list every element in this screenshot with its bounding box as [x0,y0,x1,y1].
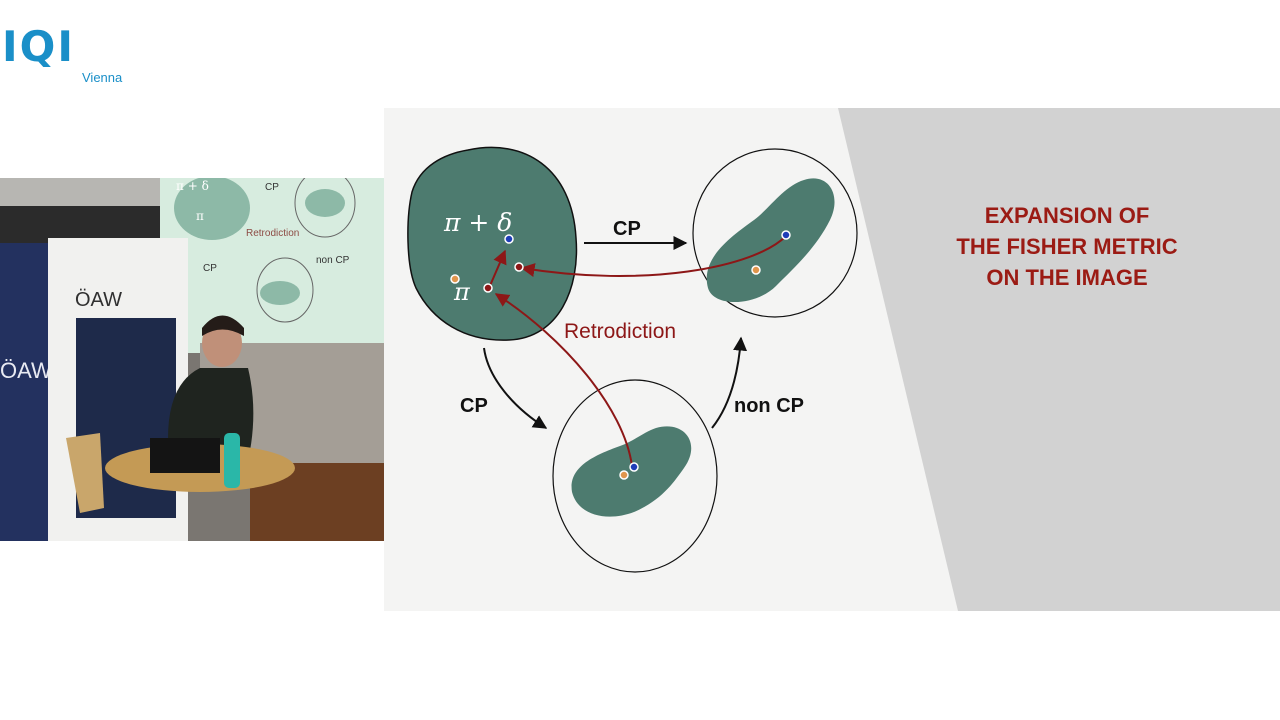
point-retrodicted-top [514,262,524,272]
slide-title-line-3: ON THE IMAGE [986,265,1148,290]
point-pi-orange [450,274,460,284]
point-top-blue [781,230,791,240]
speaker-video: π + δ π CP CP Retrodiction non CP ÖAW ÖA… [0,178,384,541]
laptop [150,438,220,473]
source-state-blob [407,146,578,341]
water-bottle [224,433,240,488]
projected-pi: π [196,209,204,223]
image-state-circle-top [692,148,858,318]
projected-non-cp: non CP [316,255,350,266]
point-bottom-blue [629,462,639,472]
label-pi: π [453,278,471,306]
banner-right-text: ÖAW [75,289,122,311]
retrodiction-arrow-small [488,249,507,289]
slide: π + δ π CP CP non CP Retrodiction EXPANS… [384,108,1280,611]
banner-left-text: ÖAW [0,358,52,383]
point-bottom-orange [619,470,629,480]
projected-pi-delta: π + δ [176,179,209,193]
cp-arrow-left [483,347,548,429]
point-top-orange [751,265,761,275]
retrodiction-diagram: π + δ π CP CP non CP Retrodiction [407,146,858,573]
retrodiction-arrow-top [520,235,787,277]
slide-title-line-2: THE FISHER METRIC [956,234,1178,259]
slide-title-line-1: EXPANSION OF [984,203,1150,228]
label-retrodiction: Retrodiction [564,320,676,343]
retrodiction-arrow-bottom [494,293,633,467]
non-cp-arrow [711,336,748,429]
iqi-logo: IQI Vienna [0,0,140,100]
video-frame: π + δ π CP CP Retrodiction non CP ÖAW ÖA… [0,178,384,541]
logo-subtitle: Vienna [82,70,123,85]
projected-cp-left: CP [203,263,217,274]
banner-left [0,243,48,541]
image-state-blob-bottom [571,426,692,517]
projected-cp-top: CP [265,182,279,193]
label-cp-left: CP [460,395,488,417]
image-state-blob-top [706,178,835,303]
image-state-circle-bottom [552,379,718,573]
gray-panel [838,108,1280,611]
point-retrodicted-pi [483,283,493,293]
logo-mark: IQI [2,22,75,71]
point-pi-plus-delta [504,234,514,244]
projected-retrodiction: Retrodiction [246,228,299,239]
label-non-cp: non CP [734,395,804,417]
label-pi-plus-delta: π + δ [443,208,512,237]
slide-title: EXPANSION OF THE FISHER METRIC ON THE IM… [932,200,1202,293]
label-cp-top: CP [613,218,641,240]
